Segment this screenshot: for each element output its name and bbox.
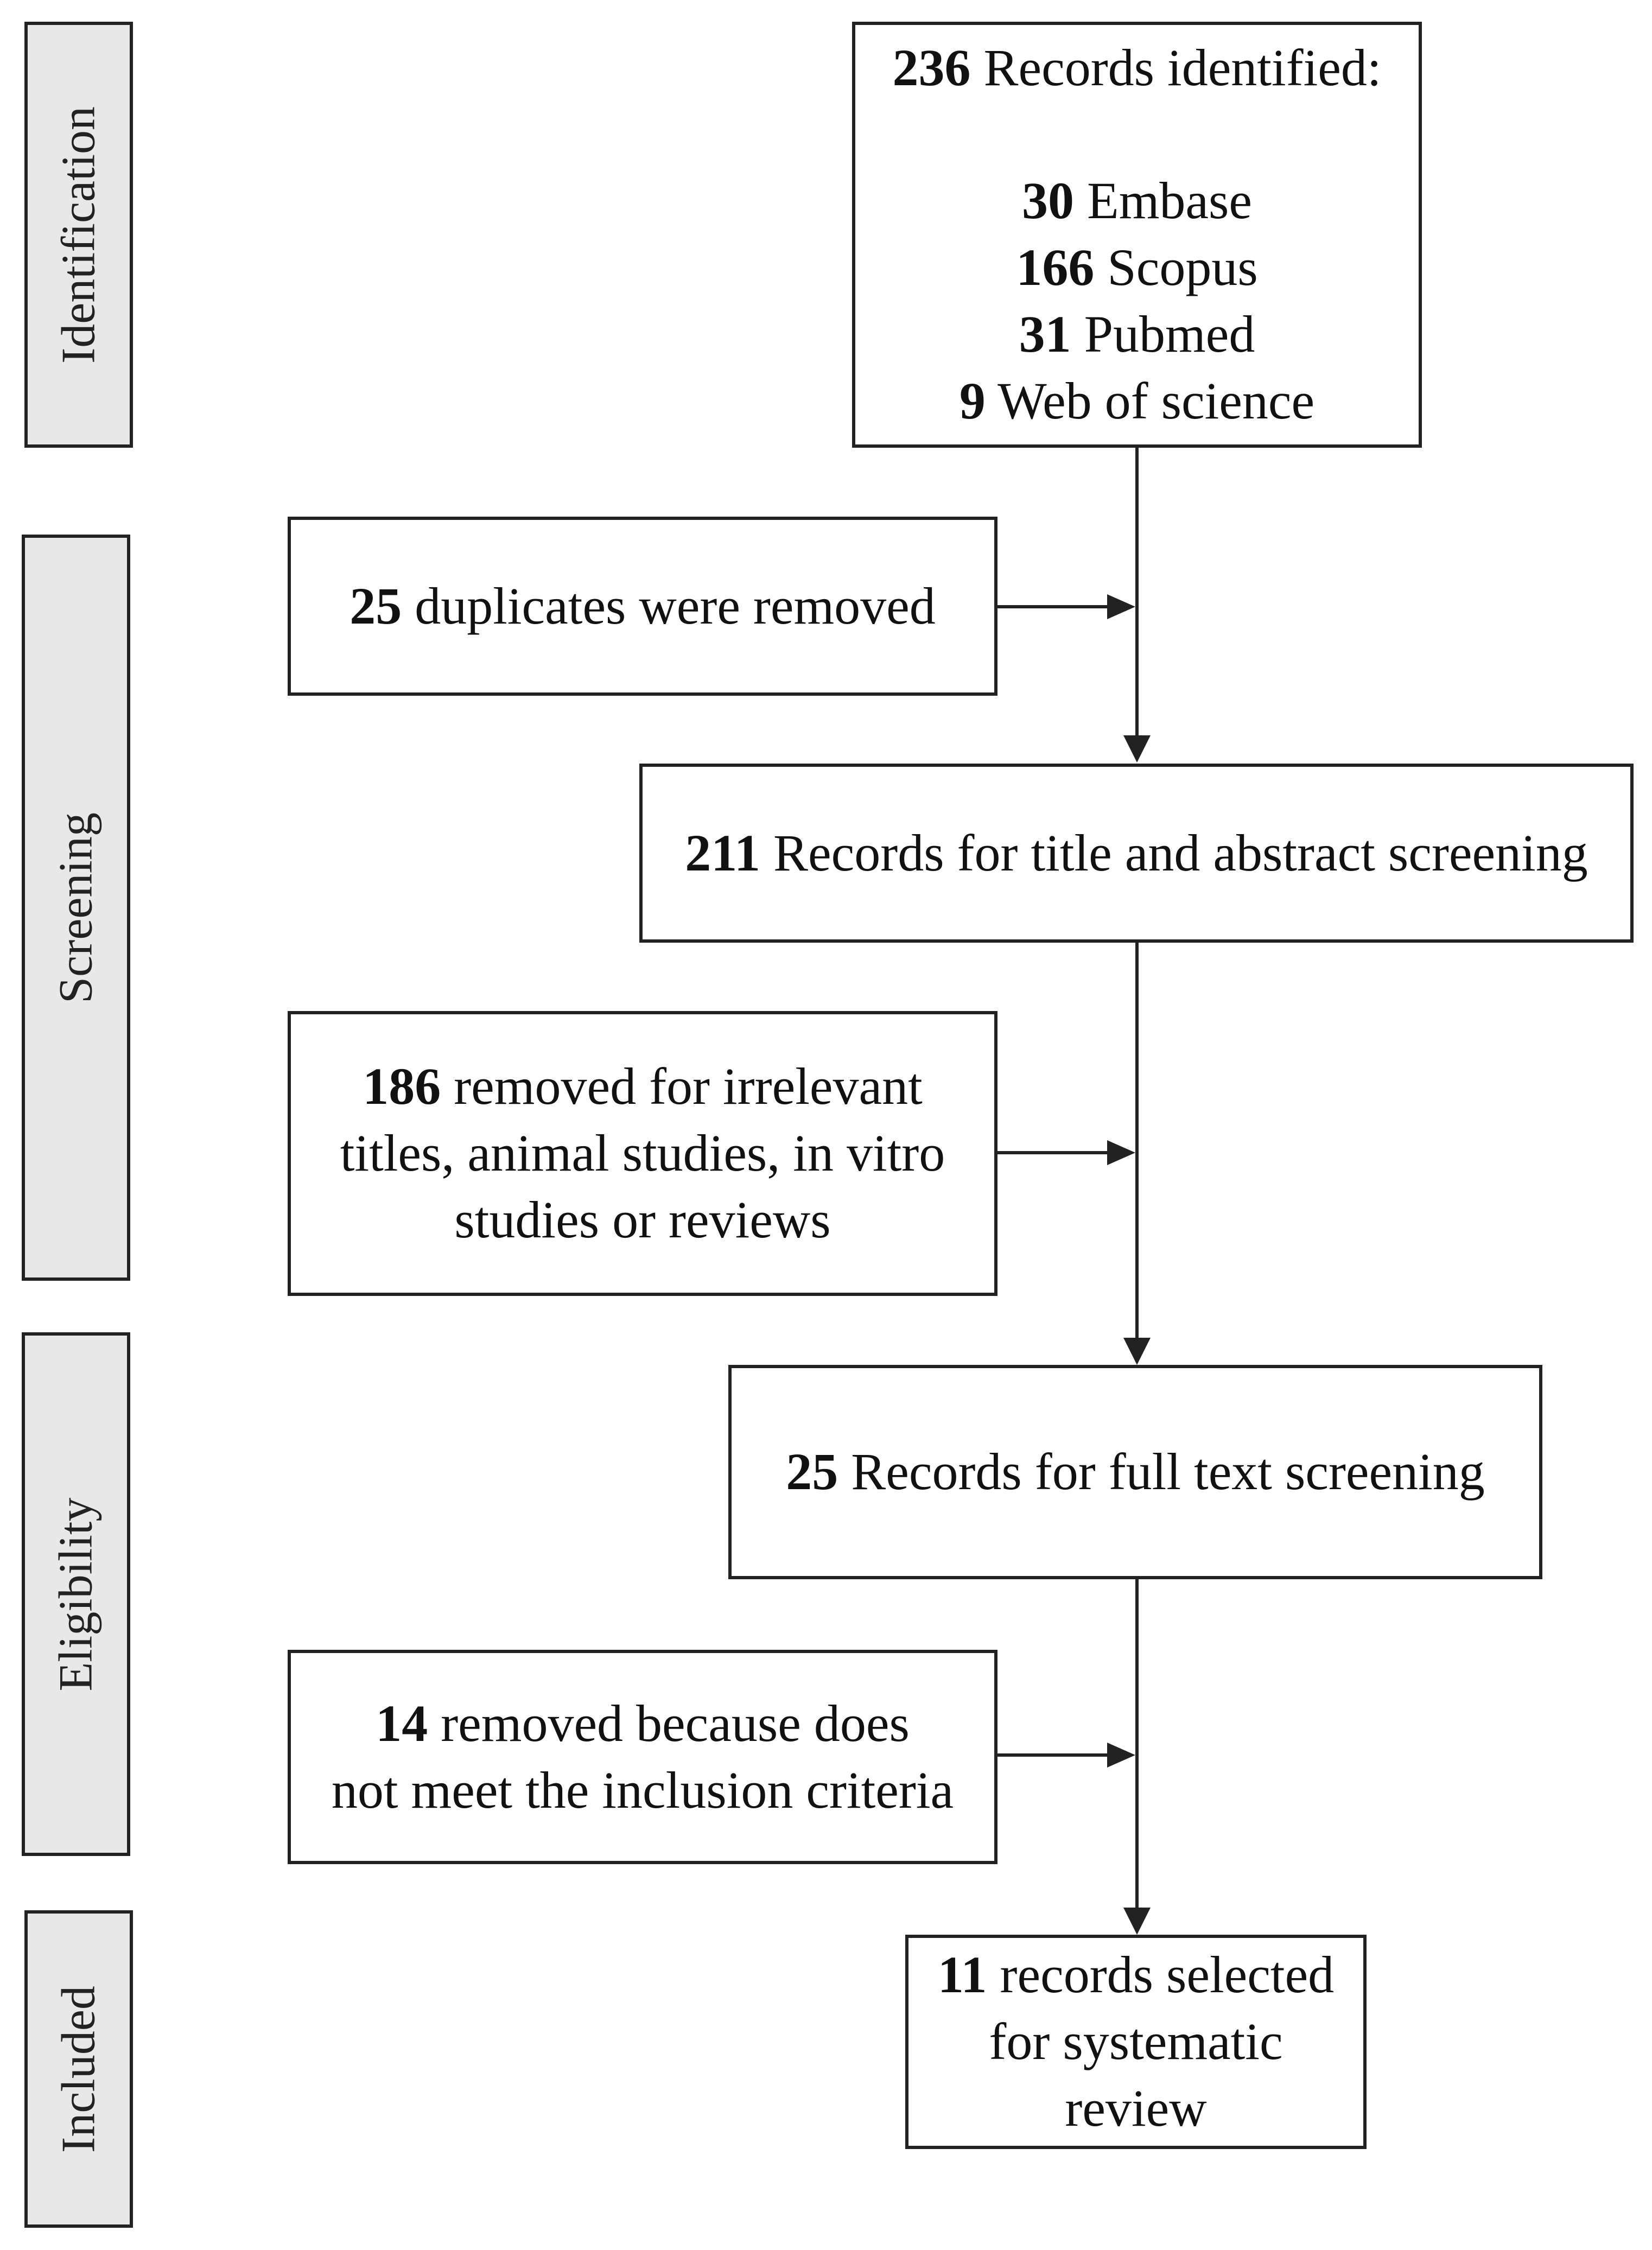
arrowhead-duplicates (1107, 594, 1135, 619)
source-pubmed-name: Pubmed (1071, 304, 1255, 363)
arrowhead-selected (1123, 1908, 1151, 1935)
source-wos: 9 Web of science (892, 368, 1381, 435)
arrowhead-title (1123, 735, 1151, 762)
duplicates-count: 25 (350, 576, 402, 635)
selected-count: 11 (937, 1946, 987, 2004)
arrowhead-removed-criteria (1107, 1743, 1135, 1768)
source-pubmed: 31 Pubmed (892, 301, 1381, 368)
selected-line2: for systematic (989, 2012, 1283, 2071)
source-wos-count: 9 (959, 371, 986, 430)
identified-text: Records identified: (970, 39, 1382, 97)
source-embase-name: Embase (1074, 171, 1252, 230)
selected-line1: records selected (987, 1946, 1335, 2004)
box-removed-irrelevant: 186 removed for irrelevant titles, anima… (288, 1011, 997, 1296)
removed-criteria-line1: removed because does (428, 1694, 910, 1752)
box-removed-criteria: 14 removed because does not meet the inc… (288, 1650, 997, 1864)
arrowhead-removed-irrelevant (1107, 1140, 1135, 1165)
removed-criteria-line2: not meet the inclusion criteria (331, 1760, 954, 1819)
removed-irrelevant-line1: removed for irrelevant (441, 1057, 923, 1116)
source-scopus-count: 166 (1016, 238, 1095, 297)
stage-eligibility: Eligibility (22, 1332, 130, 1856)
duplicates-text: duplicates were removed (402, 576, 936, 635)
stage-identification: Identification (24, 22, 133, 448)
full-text-count: 25 (786, 1442, 838, 1501)
box-full-text-screening: 25 Records for full text screening (728, 1365, 1542, 1579)
stage-screening: Screening (22, 535, 130, 1281)
box-records-selected: 11 records selected for systematic revie… (905, 1935, 1367, 2149)
removed-criteria-count: 14 (376, 1694, 428, 1752)
identified-count: 236 (892, 39, 971, 97)
box-records-identified: 236 Records identified: 30 Embase 166 Sc… (852, 22, 1422, 448)
selected-line3: review (1065, 2079, 1207, 2137)
source-embase-count: 30 (1022, 171, 1075, 230)
identified-heading: 236 Records identified: (892, 35, 1381, 101)
full-text-text: Records for full text screening (838, 1442, 1485, 1501)
title-abstract-count: 211 (685, 823, 760, 882)
removed-irrelevant-count: 186 (363, 1057, 441, 1116)
arrowhead-fulltext (1123, 1338, 1151, 1365)
box-duplicates-removed: 25 duplicates were removed (288, 517, 997, 696)
source-wos-name: Web of science (985, 371, 1315, 430)
source-embase: 30 Embase (892, 168, 1381, 234)
removed-irrelevant-line2: titles, animal studies, in vitro (340, 1124, 945, 1183)
stage-included: Included (24, 1910, 133, 2228)
removed-irrelevant-line3: studies or reviews (454, 1190, 831, 1249)
title-abstract-text: Records for title and abstract screening (760, 823, 1588, 882)
source-pubmed-count: 31 (1019, 304, 1071, 363)
box-title-abstract-screening: 211 Records for title and abstract scree… (639, 764, 1634, 943)
source-scopus-name: Scopus (1094, 238, 1258, 297)
source-scopus: 166 Scopus (892, 234, 1381, 301)
